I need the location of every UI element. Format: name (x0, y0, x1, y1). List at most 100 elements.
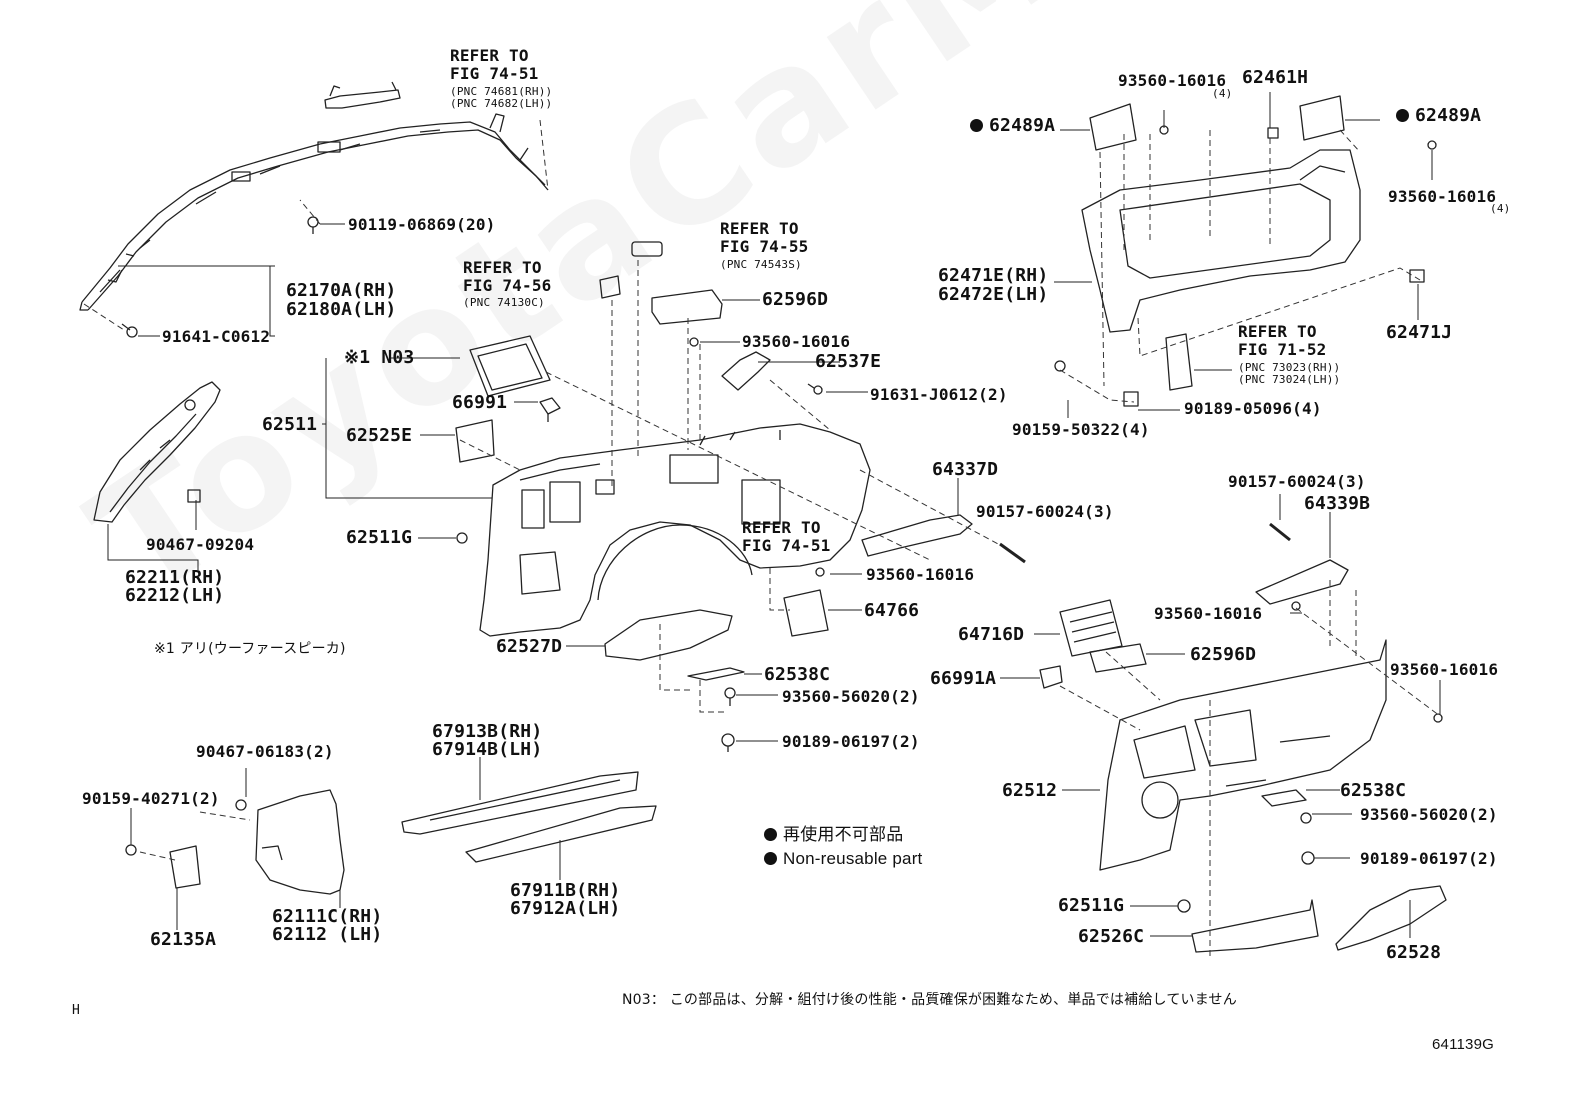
clip-62538c-upper-part (687, 667, 745, 681)
pad-62525e-part (455, 419, 495, 463)
part-62511g-left: 62511G (346, 527, 413, 548)
legend-non-reusable-jp: 再使用不可部品 (764, 826, 903, 844)
trim-62526c-part (1191, 899, 1319, 953)
part-90159-50322: 90159-50322(4) (1012, 420, 1150, 439)
part-62526c: 62526C (1078, 926, 1145, 947)
part-91641-c0612: 91641-C0612 (162, 327, 271, 346)
refer-74-51-a: REFER TO FIG 74-51 (450, 46, 539, 83)
trim-62527d-part (604, 609, 733, 661)
part-62180a: 62180A(LH) (286, 299, 397, 320)
part-93560-16016-a: 93560-16016 (742, 332, 851, 351)
refer-71-52: REFER TO FIG 71-52 (1238, 322, 1327, 359)
part-62111c: 62111C(RH) (272, 906, 383, 927)
part-90157-60024-b: 90157-60024(3) (1228, 472, 1366, 491)
bracket-64339b-part (1255, 559, 1349, 605)
part-93560-16016-d-qty: (4) (1490, 202, 1511, 215)
vent-part (631, 241, 663, 257)
part-90189-05096: 90189-05096(4) (1184, 399, 1322, 418)
lamp-part (599, 275, 621, 299)
refer-74-51-b: REFER TO FIG 74-51 (742, 518, 831, 555)
non-reusable-icon (970, 119, 983, 132)
scuff-plate-upper-part (401, 771, 639, 835)
trim-62528-part (1335, 885, 1447, 951)
part-90157-60024-a: 90157-60024(3) (976, 502, 1114, 521)
part-93560-56020-b: 93560-56020(2) (1360, 805, 1498, 824)
part-67911b: 67911B(RH) (510, 880, 621, 901)
upper-quarter-trim-part (1054, 95, 1437, 407)
part-62170a: 62170A(RH) (286, 280, 397, 301)
refer-74-55: REFER TO FIG 74-55 (720, 219, 809, 256)
part-67914b: 67914B(LH) (432, 739, 543, 760)
bracket-62537e-part (721, 351, 771, 391)
part-62528: 62528 (1386, 942, 1442, 963)
part-62471j: 62471J (1386, 322, 1453, 343)
clip-66991-part (539, 397, 561, 422)
part-93560-16016-c-qty: (4) (1212, 87, 1233, 100)
part-62135a: 62135A (150, 929, 217, 950)
part-64766: 64766 (864, 600, 920, 621)
pillar-garnish-part (93, 381, 221, 523)
bullet-icon (764, 828, 777, 841)
part-93560-56020-a: 93560-56020(2) (782, 687, 920, 706)
refer-74-56: REFER TO FIG 74-56 (463, 258, 552, 295)
part-67912a: 67912A(LH) (510, 898, 621, 919)
part-64339b: 64339B (1304, 493, 1371, 514)
part-93560-16016-d: 93560-16016 (1388, 187, 1497, 206)
speaker-box-part (469, 335, 551, 397)
part-62538c-lower: 62538C (1340, 780, 1407, 801)
part-62511: 62511 (262, 414, 318, 435)
part-93560-16016-b: 93560-16016 (866, 565, 975, 584)
part-62211: 62211(RH) (125, 567, 225, 588)
scuff-plate-lower-part (465, 805, 657, 863)
refer-71-52-pnc: (PNC 73023(RH)) (PNC 73024(LH)) (1238, 361, 1341, 386)
part-91631-j0612: 91631-J0612(2) (870, 385, 1008, 404)
part-62472e: 62472E(LH) (938, 284, 1049, 305)
cover-64766-part (783, 589, 829, 637)
note-star1: ※1 アリ(ウーファースピーカ) (154, 641, 346, 657)
part-62538c-upper: 62538C (764, 664, 831, 685)
part-90159-40271: 90159-40271(2) (82, 789, 220, 808)
part-62512: 62512 (1002, 780, 1058, 801)
part-n03: ※1 N03 (344, 347, 415, 368)
part-67913b: 67913B(RH) (432, 721, 543, 742)
tray-upper-part (651, 289, 723, 325)
part-93560-16016-c: 93560-16016 (1118, 71, 1227, 90)
clip-66991a-part (1039, 665, 1063, 689)
roof-side-rail-garnish-part (79, 113, 549, 311)
part-62596d-upper: 62596D (762, 289, 829, 310)
part-90189-06197-a: 90189-06197(2) (782, 732, 920, 751)
part-93560-16016-f: 93560-16016 (1390, 660, 1499, 679)
part-62537e: 62537E (815, 351, 882, 372)
part-66991a: 66991A (930, 668, 997, 689)
part-62525e: 62525E (346, 425, 413, 446)
part-62527d: 62527D (496, 636, 563, 657)
grille-64716d-part (1059, 599, 1123, 657)
part-62461h: 62461H (1242, 67, 1309, 88)
non-reusable-icon (1396, 109, 1409, 122)
part-62471e: 62471E(RH) (938, 265, 1049, 286)
part-90119-06869: 90119-06869(20) (348, 215, 496, 234)
bullet-icon (764, 852, 777, 865)
quarter-trim-panel-lh-part (479, 423, 871, 637)
grommet-part (456, 532, 468, 544)
part-64337d: 64337D (932, 459, 999, 480)
refer-74-51-a-pnc: (PNC 74681(RH)) (PNC 74682(LH)) (450, 85, 553, 110)
part-64716d: 64716D (958, 624, 1025, 645)
clip-62538c-lower-part (1261, 789, 1307, 807)
part-62596d-lower: 62596D (1190, 644, 1257, 665)
part-90189-06197-b: 90189-06197(2) (1360, 849, 1498, 868)
part-62511g-right: 62511G (1058, 895, 1125, 916)
part-93560-16016-e: 93560-16016 (1154, 604, 1263, 623)
assist-grip-bracket-part (324, 81, 401, 109)
tray-lower-part (1089, 643, 1147, 673)
part-62112: 62112 (LH) (272, 924, 383, 945)
part-62489a-right: 62489A (1396, 106, 1481, 125)
bracket-64337d-part (861, 514, 973, 557)
corner-mark: H (72, 1003, 81, 1018)
refer-74-56-pnc: (PNC 74130C) (463, 296, 545, 309)
part-90467-09204: 90467-09204 (146, 535, 255, 554)
part-62212: 62212(LH) (125, 585, 225, 606)
note-n03: N03： この部品は、分解・組付け後の性能・品質確保が困難なため、単品では補給し… (622, 992, 1237, 1008)
screws-left (121, 216, 1026, 752)
